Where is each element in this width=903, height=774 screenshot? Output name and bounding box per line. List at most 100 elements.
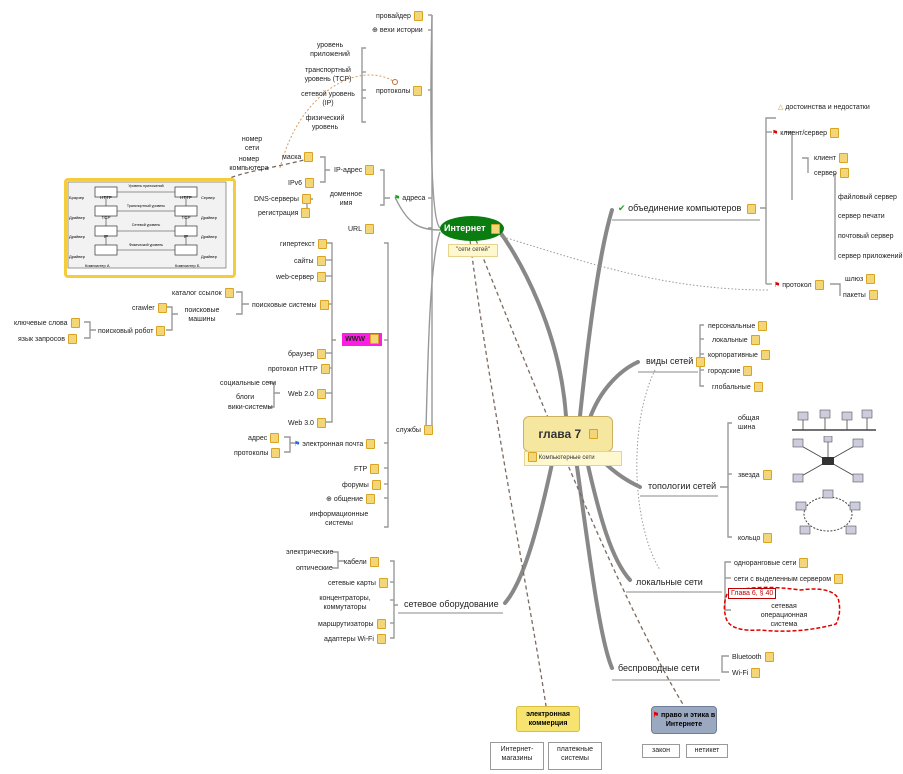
www-item-5[interactable]: протокол HTTP [268,364,330,374]
services-node[interactable]: службы [396,425,433,435]
note-icon [305,178,315,188]
www-item-3[interactable]: поисковые системы [252,300,329,310]
other-3[interactable]: информационные системы [309,511,369,527]
server-type-1[interactable]: сервер печати [838,213,885,220]
ecom-child-0[interactable]: Интернет-магазины [490,742,544,770]
type-2[interactable]: корпоративные [708,350,770,360]
history-node[interactable]: ⊕ вехи истории [372,26,423,35]
other-2[interactable]: ⊕ общение [326,494,375,504]
dns-node[interactable]: DNS-серверы [254,194,311,204]
crawler-node[interactable]: crawler [132,303,167,313]
local-0[interactable]: одноранговые сети [734,558,809,568]
net-number-node[interactable]: номер сети [241,136,263,152]
proto-layer-2[interactable]: сетевой уровень (IP) [301,91,355,107]
local-node[interactable]: локальные сети [636,577,703,588]
url-node[interactable]: URL [348,224,375,234]
hw-item-2[interactable]: маршрутизаторы [318,619,386,629]
cables-node[interactable]: кабели [344,557,379,567]
ipv6-node[interactable]: IPv6 [288,178,315,188]
topo-node[interactable]: топологии сетей [648,481,716,492]
other-1-text: форумы [342,481,369,489]
cable-child-1[interactable]: оптические [296,565,333,572]
client-server-node[interactable]: ⚑ клиент/сервер [772,128,839,138]
cable-child-0[interactable]: электрические [286,549,334,556]
law-node[interactable]: ⚑ право и этика в Интернете [651,706,717,734]
hw-item-3[interactable]: адаптеры Wi-Fi [324,634,386,644]
local-1[interactable]: сети с выделенным сервером [734,574,844,584]
note-icon [157,303,167,313]
wireless-0[interactable]: Bluetooth [732,652,774,662]
plus-icon: ⊕ [372,27,378,34]
topo-bus[interactable]: общая шина [738,414,764,432]
hardware-node[interactable]: сетевое оборудование [404,599,499,610]
right-stack: HTTP TCP IP [175,188,197,247]
hw-item-1[interactable]: концентраторы, коммутаторы [319,595,371,611]
branch-union [578,208,614,418]
law-child-0[interactable]: закон [642,744,680,758]
note-icon [316,389,326,399]
types-node[interactable]: виды сетей [646,356,706,367]
topo-ring[interactable]: кольцо [738,533,773,543]
www-title: WWW [345,336,365,343]
law-child-1[interactable]: нетикет [686,744,728,758]
addresses-node[interactable]: ⚑ адреса [394,194,425,203]
union-node[interactable]: ✔ объединение компьютеров [618,203,756,214]
proto-layer-3[interactable]: физический уровень [305,115,345,131]
wireless-node[interactable]: беспроводные сети [618,663,699,674]
robot-child-0[interactable]: ключевые слова [14,318,80,328]
www-item-1[interactable]: сайты [294,256,326,266]
union-title: объединение компьютеров [628,203,742,213]
www-item-7[interactable]: Web 3.0 [288,418,326,428]
union-adv[interactable]: △ достоинства и недостатки [778,103,870,112]
mail-child-0[interactable]: адрес [248,433,280,443]
web2-item-0[interactable]: социальные сети [220,380,277,387]
ecommerce-node[interactable]: электронная коммерция [516,706,580,732]
mail-child-1[interactable]: протоколы [234,448,281,458]
www-item-2[interactable]: web-сервер [276,272,326,282]
server-node[interactable]: сервер [814,168,849,178]
type-1[interactable]: локальные [712,335,760,345]
hw-item-3-text: адаптеры Wi-Fi [324,635,374,643]
local-2[interactable]: сетевая операционная система [760,603,808,628]
domain-node[interactable]: доменное имя [329,191,363,207]
www-item-6[interactable]: Web 2.0 [288,389,326,399]
web2-item-2[interactable]: вики-системы [228,404,273,411]
registration-node[interactable]: регистрация [258,208,311,218]
protocols-node[interactable]: протоколы [376,86,423,96]
proto-layer-1[interactable]: транспортный уровень (TCP) [304,67,352,83]
internet-node[interactable]: Интернет [440,216,504,241]
client-node[interactable]: клиент [814,153,849,163]
server-type-3[interactable]: сервер приложений [838,253,903,260]
mail-node[interactable]: ⚑ электронная почта [294,439,376,449]
mask-node[interactable]: маска [282,152,314,162]
www-item-4[interactable]: браузер [288,349,327,359]
type-3[interactable]: городские [708,366,753,376]
type-4[interactable]: глобальные [712,382,763,392]
search-item-1[interactable]: поисковые машины [184,307,220,323]
type-0[interactable]: персональные [708,321,768,331]
server-type-2[interactable]: почтовый сервер [838,233,894,240]
packets-node[interactable]: пакеты [843,290,878,300]
robot-child-1[interactable]: язык запросов [18,334,77,344]
proto-layer-0[interactable]: уровень приложений [310,42,350,58]
wireless-1[interactable]: Wi-Fi [732,668,761,678]
root-node[interactable]: глава 7 [523,416,613,452]
robot-node[interactable]: поисковый робот [98,326,166,336]
hw-item-0[interactable]: сетевые карты [328,578,388,588]
provider-node[interactable]: провайдер [376,11,423,21]
www-node[interactable]: WWW [342,333,382,346]
web2-item-1[interactable]: блоги [236,394,255,401]
ip-address-node[interactable]: IP-адрес [334,165,375,175]
gateway-node[interactable]: шлюз [845,274,876,284]
topo-star[interactable]: звезда [738,470,772,480]
host-number-node[interactable]: номер компьютера [229,156,269,172]
other-0[interactable]: FTP [354,464,380,474]
other-1[interactable]: форумы [342,480,381,490]
protocol-node[interactable]: ⚑ протокол [774,280,824,290]
note-icon [868,290,878,300]
server-type-0[interactable]: файловый сервер [838,194,897,201]
local-0-text: одноранговые сети [734,559,797,567]
www-item-0[interactable]: гипертекст [280,239,327,249]
search-item-0[interactable]: каталог ссылок [172,288,234,298]
ecom-child-1[interactable]: платежные системы [548,742,602,770]
